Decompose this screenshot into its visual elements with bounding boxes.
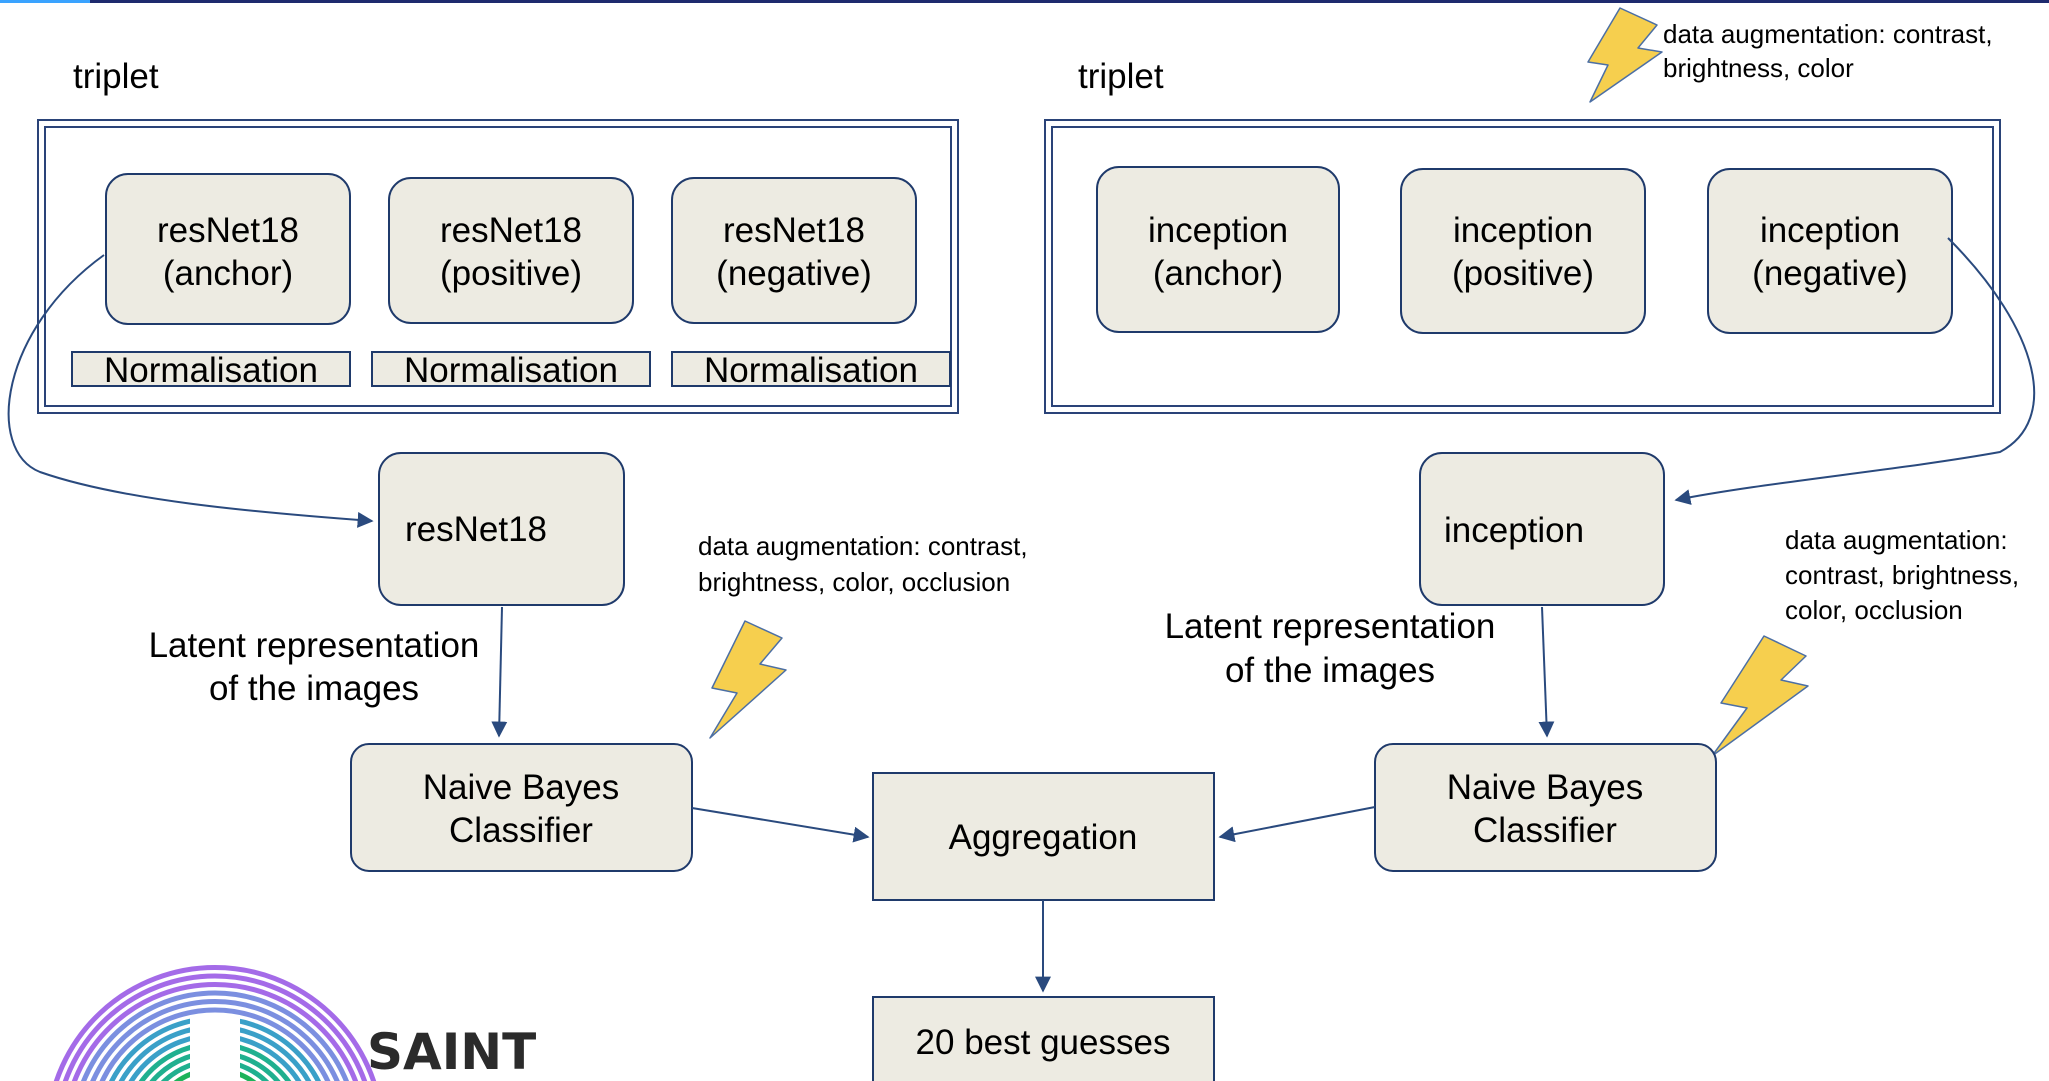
inception-positive-node: inception (positive) (1400, 168, 1646, 334)
edge-negative-to-inception (1674, 237, 2036, 505)
logo-ring (62, 973, 368, 1081)
normalisation-label: Normalisation (704, 351, 918, 390)
resnet18-model-node: resNet18 (378, 452, 625, 606)
inception-negative-node: inception (negative) (1707, 168, 1953, 334)
node-sublabel: (anchor) (163, 254, 293, 293)
augmentation-note-line1: data augmentation: contrast, (1663, 19, 1993, 49)
left-augmentation-line2: brightness, color, occlusion (698, 567, 1010, 597)
resnet18-negative-node: resNet18 (negative) (671, 177, 917, 324)
normalisation-box-2: Normalisation (371, 351, 651, 390)
augmentation-note-line2: brightness, color (1663, 53, 1854, 83)
normalisation-label: Normalisation (404, 351, 618, 390)
classifier-sublabel: Classifier (1473, 811, 1617, 850)
output-node: 20 best guesses (872, 996, 1215, 1081)
edge-anchor-to-resnet18 (7, 254, 374, 528)
normalisation-box-1: Normalisation (71, 351, 351, 390)
lightning-bolt-icon (709, 620, 787, 739)
model-label: inception (1444, 511, 1584, 550)
node-label: inception (1453, 211, 1593, 250)
edge-inception-to-classifier (1538, 606, 1555, 738)
right-augmentation-line2: contrast, brightness, (1785, 560, 2019, 590)
logo-ring (53, 965, 377, 1081)
right-augmentation-line1: data augmentation: (1785, 525, 2008, 555)
right-latent-label-line1: Latent representation (1165, 607, 1496, 646)
lightning-bolt-icon (1711, 635, 1809, 757)
logo-ring (90, 999, 340, 1081)
logo-center (190, 1015, 240, 1081)
right-triplet-title: triplet (1078, 57, 1164, 96)
node-sublabel: (positive) (440, 254, 582, 293)
node-label: resNet18 (723, 211, 865, 250)
classifier-label: Naive Bayes (1447, 768, 1643, 807)
right-naive-bayes-classifier: Naive Bayes Classifier (1374, 743, 1717, 872)
node-label: inception (1148, 211, 1288, 250)
node-label: inception (1760, 211, 1900, 250)
node-label: resNet18 (440, 211, 582, 250)
logo-ring (99, 1007, 331, 1081)
output-label: 20 best guesses (916, 1023, 1171, 1062)
logo-ring (81, 990, 349, 1081)
model-label: resNet18 (405, 510, 547, 549)
node-label: resNet18 (157, 211, 299, 250)
left-triplet-title: triplet (73, 57, 159, 96)
node-sublabel: (negative) (1752, 254, 1908, 293)
node-sublabel: (anchor) (1153, 254, 1283, 293)
lightning-bolt-icon (1587, 7, 1663, 103)
aggregation-label: Aggregation (949, 818, 1138, 857)
right-augmentation-line3: color, occlusion (1785, 595, 1963, 625)
top-accent-bar (0, 0, 2049, 3)
fingerprint-icon (53, 965, 377, 1081)
inception-model-node: inception (1419, 452, 1665, 606)
resnet18-positive-node: resNet18 (positive) (388, 177, 634, 324)
right-triplet-frame (1044, 119, 2001, 414)
logo-wordmark: SAINT (367, 1023, 536, 1081)
logo-ring (71, 982, 359, 1081)
edge-right-classifier-to-aggregation (1218, 806, 1376, 843)
left-latent-label-line2: of the images (209, 669, 419, 708)
edge-left-classifier-to-aggregation (691, 807, 870, 843)
node-sublabel: (positive) (1452, 254, 1594, 293)
top-accent-highlight (0, 0, 90, 3)
classifier-label: Naive Bayes (423, 768, 619, 807)
left-latent-label-line1: Latent representation (149, 626, 480, 665)
resnet18-anchor-node: resNet18 (anchor) (105, 173, 351, 325)
left-augmentation-line1: data augmentation: contrast, (698, 531, 1028, 561)
edge-resnet18-to-classifier (491, 606, 508, 738)
normalisation-label: Normalisation (104, 351, 318, 390)
saint-logo: SAINT (53, 965, 536, 1081)
inception-anchor-node: inception (anchor) (1096, 166, 1340, 333)
left-triplet-frame (37, 119, 959, 414)
left-naive-bayes-classifier: Naive Bayes Classifier (350, 743, 693, 872)
classifier-sublabel: Classifier (449, 811, 593, 850)
right-latent-label-line2: of the images (1225, 651, 1435, 690)
aggregation-node: Aggregation (872, 772, 1215, 901)
normalisation-box-3: Normalisation (671, 351, 951, 390)
node-sublabel: (negative) (716, 254, 872, 293)
